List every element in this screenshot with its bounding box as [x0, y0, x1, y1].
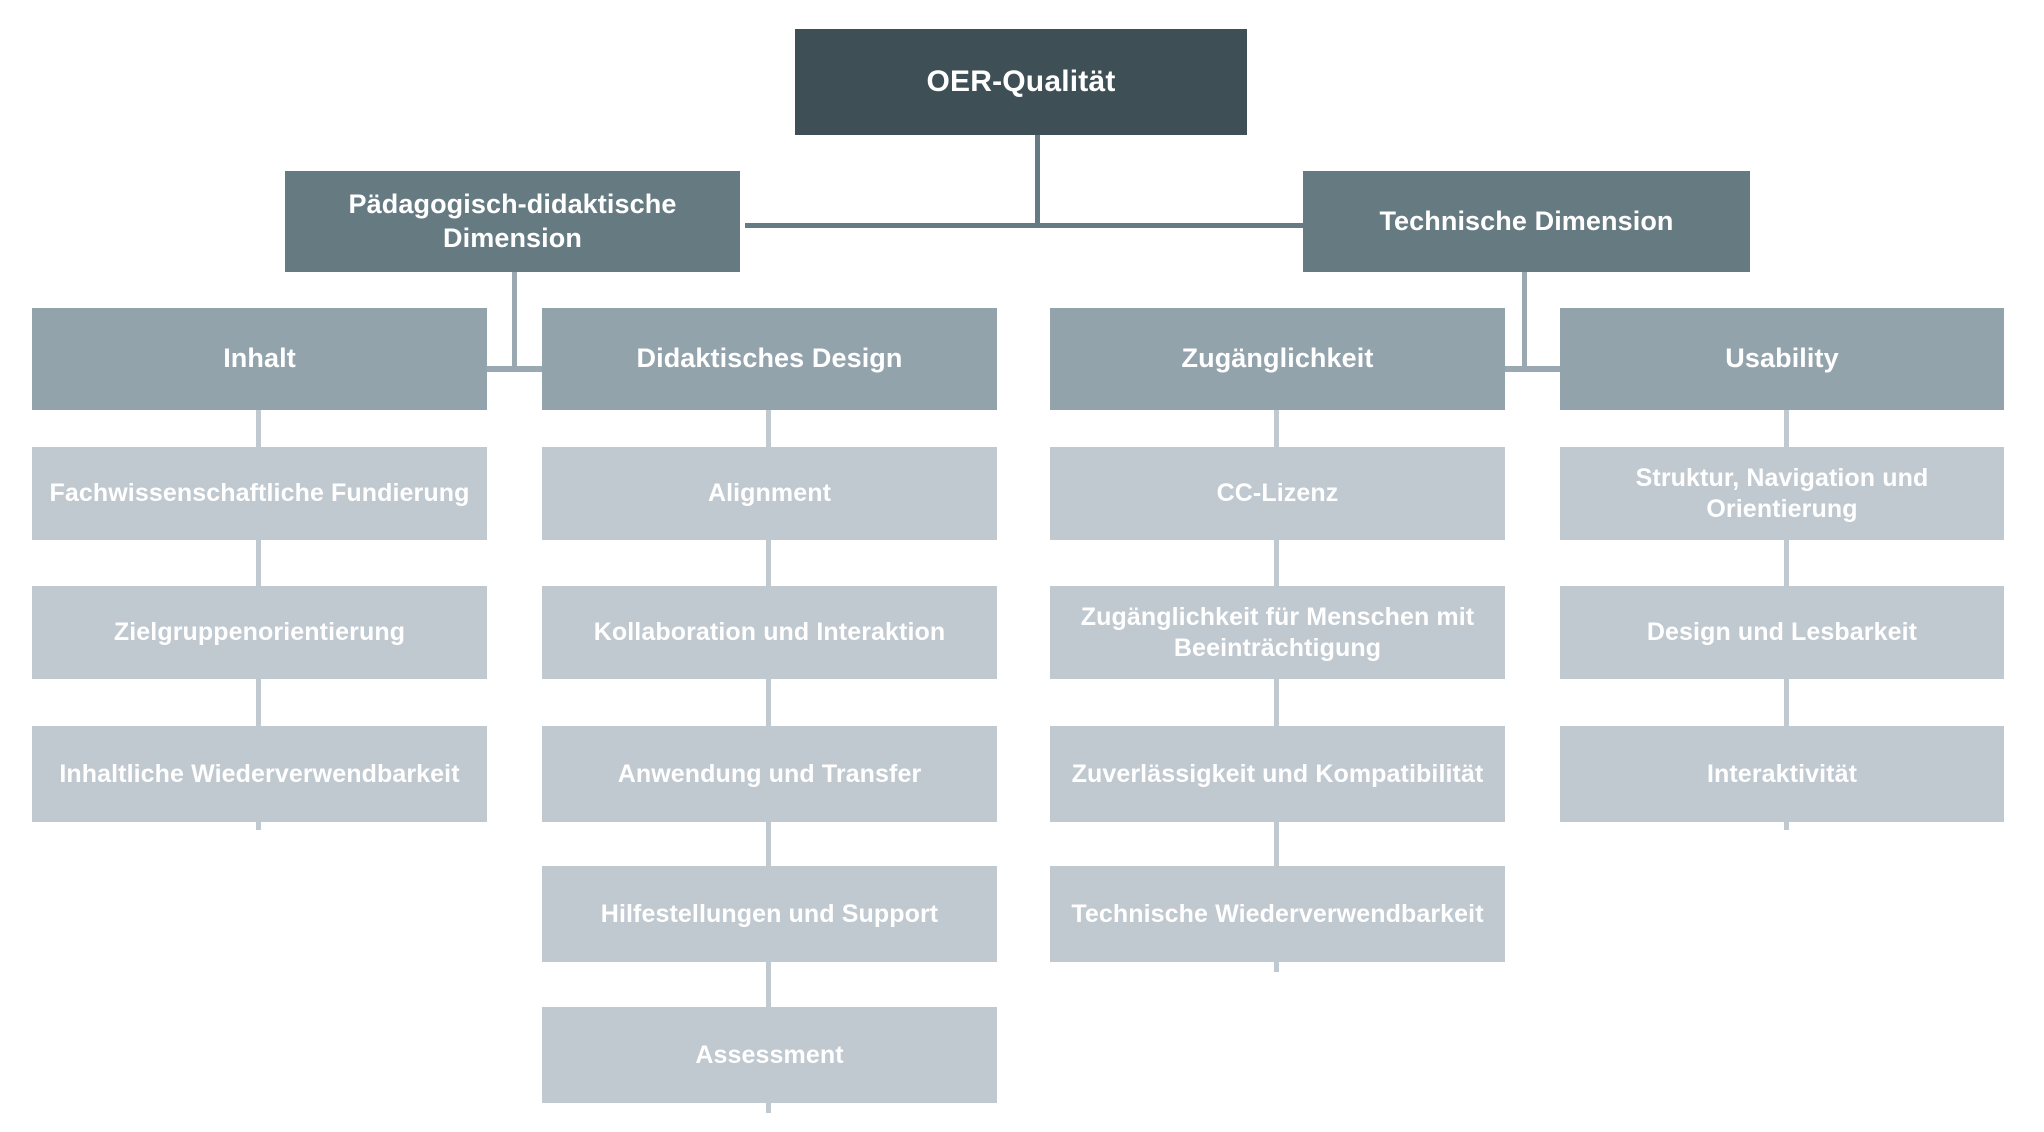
node-kollaboration-und-interaktion[interactable]: Kollaboration und Interaktion: [542, 586, 997, 679]
node-label: Fachwissenschaftliche Fundierung: [49, 479, 470, 507]
node-label: Design und Lesbarkeit: [1646, 618, 1918, 646]
node-label: Anwendung und Transfer: [617, 759, 922, 788]
node-didaktisches-design[interactable]: Didaktisches Design: [542, 308, 997, 410]
node-label: OER-Qualität: [926, 65, 1116, 99]
node-zuverlaessigkeit-und-kompatibilitaet[interactable]: Zuverlässigkeit und Kompatibilität: [1050, 726, 1505, 822]
connector-technical-vertical: [1522, 272, 1527, 372]
node-label: Zugänglichkeit: [1181, 343, 1374, 374]
node-technische-wiederverwendbarkeit[interactable]: Technische Wiederverwendbarkeit: [1050, 866, 1505, 962]
node-cc-lizenz[interactable]: CC-Lizenz: [1050, 447, 1505, 540]
connector-dimension-bus: [745, 223, 1322, 228]
node-struktur-navigation-und-orientierung[interactable]: Struktur, Navigation und Orientierung: [1560, 447, 2004, 540]
node-paedagogisch-didaktische-dimension[interactable]: Pädagogisch-didaktische Dimension: [285, 171, 740, 272]
node-label: Inhalt: [223, 343, 296, 374]
node-oer-qualitaet[interactable]: OER-Qualität: [795, 29, 1247, 135]
node-technische-dimension[interactable]: Technische Dimension: [1303, 171, 1750, 272]
node-label: CC-Lizenz: [1216, 479, 1339, 507]
node-fachwissenschaftliche-fundierung[interactable]: Fachwissenschaftliche Fundierung: [32, 447, 487, 540]
node-label: Interaktivität: [1706, 759, 1858, 788]
node-label: Pädagogisch-didaktische Dimension: [348, 189, 677, 253]
node-label: Inhaltliche Wiederverwendbarkeit: [59, 759, 460, 788]
node-usability[interactable]: Usability: [1560, 308, 2004, 410]
node-label: Hilfestellungen und Support: [600, 899, 939, 928]
node-label: Zugänglichkeit für Menschen mit Beeinträ…: [1080, 602, 1475, 662]
connector-root-vertical: [1035, 135, 1040, 227]
node-zugaenglichkeit[interactable]: Zugänglichkeit: [1050, 308, 1505, 410]
node-label: Assessment: [695, 1040, 844, 1069]
node-alignment[interactable]: Alignment: [542, 447, 997, 540]
node-hilfestellungen-und-support[interactable]: Hilfestellungen und Support: [542, 866, 997, 962]
node-label: Zielgruppenorientierung: [113, 618, 406, 646]
node-label: Alignment: [707, 479, 832, 507]
node-zugaenglichkeit-fuer-menschen-mit-beeintraechtigung[interactable]: Zugänglichkeit für Menschen mit Beeinträ…: [1050, 586, 1505, 679]
connector-pedagogic-vertical: [512, 272, 517, 372]
node-assessment[interactable]: Assessment: [542, 1007, 997, 1103]
node-label: Struktur, Navigation und Orientierung: [1635, 463, 1929, 523]
node-label: Technische Wiederverwendbarkeit: [1071, 899, 1484, 928]
node-label: Didaktisches Design: [636, 343, 903, 374]
node-label: Technische Dimension: [1379, 205, 1674, 236]
node-label: Usability: [1725, 343, 1839, 374]
node-inhalt[interactable]: Inhalt: [32, 308, 487, 410]
connector-zugaenglichkeit-chain: [1274, 410, 1279, 972]
node-anwendung-und-transfer[interactable]: Anwendung und Transfer: [542, 726, 997, 822]
node-inhaltliche-wiederverwendbarkeit[interactable]: Inhaltliche Wiederverwendbarkeit: [32, 726, 487, 822]
node-design-und-lesbarkeit[interactable]: Design und Lesbarkeit: [1560, 586, 2004, 679]
node-interaktivitaet[interactable]: Interaktivität: [1560, 726, 2004, 822]
node-label: Zuverlässigkeit und Kompatibilität: [1071, 759, 1484, 788]
node-zielgruppenorientierung[interactable]: Zielgruppenorientierung: [32, 586, 487, 679]
node-label: Kollaboration und Interaktion: [593, 618, 946, 646]
